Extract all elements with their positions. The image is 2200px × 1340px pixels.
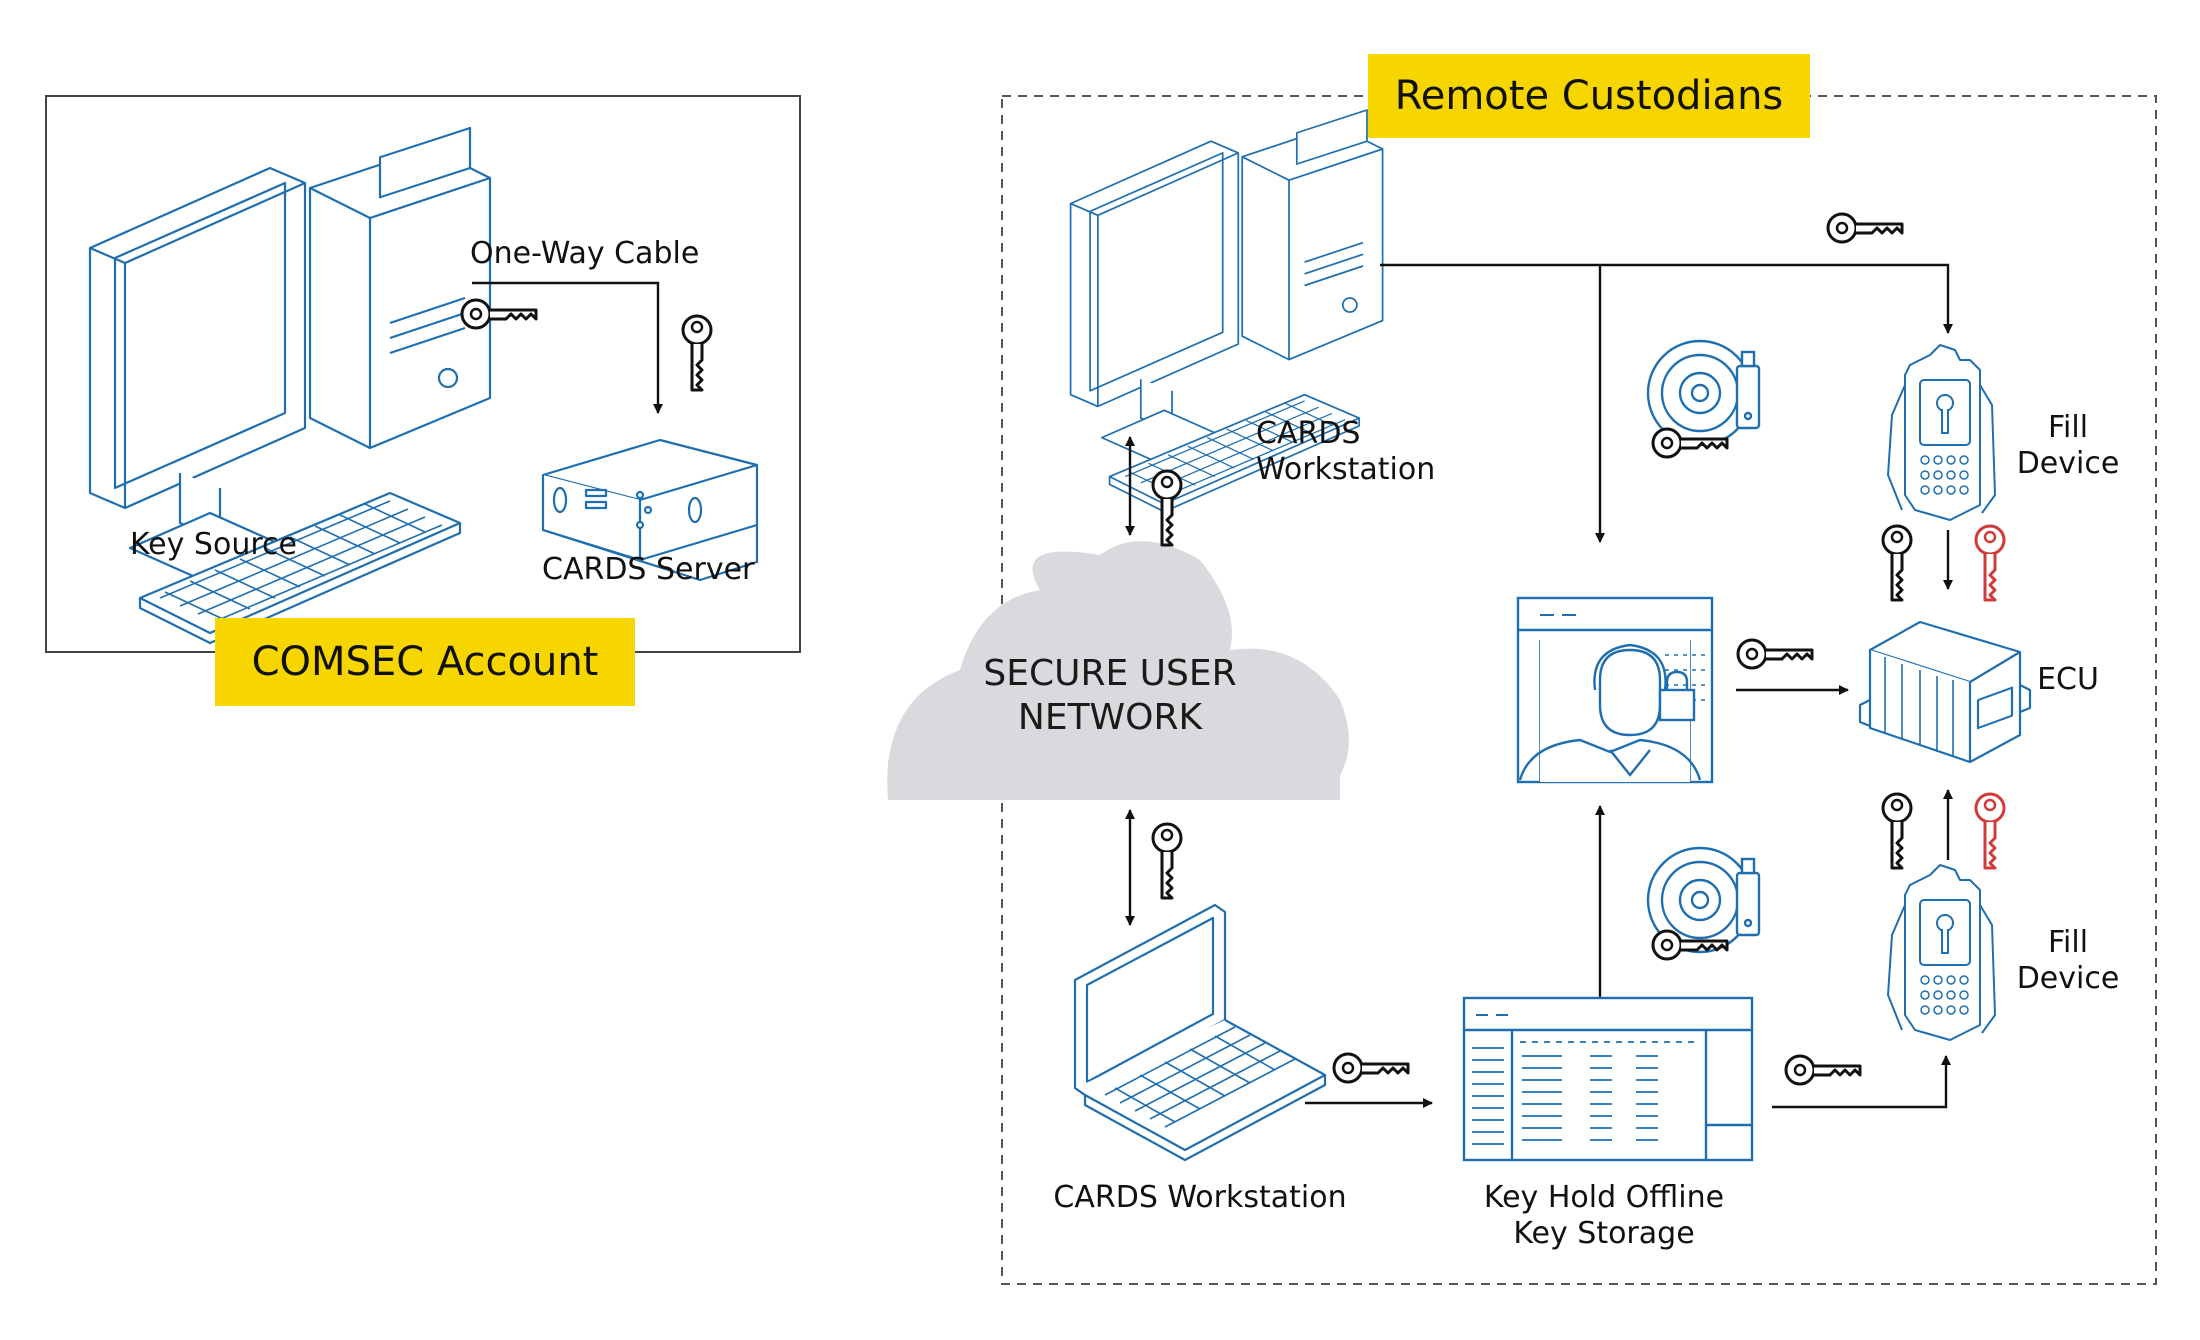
key-icon	[1826, 212, 1904, 244]
remote-custodians-badge: Remote Custodians	[1368, 54, 1810, 138]
fill-device-icon	[1887, 864, 1996, 1041]
comsec-account-panel	[45, 95, 801, 706]
key-icon	[460, 298, 538, 330]
one-way-cable-arrow	[472, 281, 663, 414]
cards-workstation-top-label-line1: CARDS	[1256, 416, 1361, 451]
storage-to-fill-arrow	[1772, 1055, 1951, 1109]
key-source-label: Key Source	[130, 527, 297, 562]
cards-server-label: CARDS Server	[542, 552, 755, 587]
one-way-cable-label: One-Way Cable	[470, 236, 700, 271]
fill-device-bottom-label-line1: Fill	[2047, 925, 2089, 960]
fill-device-top-label-line2: Device	[2016, 446, 2120, 481]
cloud-icon	[887, 541, 1349, 800]
secure-user-profile-icon	[1516, 596, 1714, 784]
ecu-icon	[1858, 620, 2032, 764]
fill-device-top-label-line1: Fill	[2047, 410, 2089, 445]
cloud-label-line1: SECURE USER	[983, 653, 1237, 694]
key-icon	[1881, 792, 1913, 870]
fill-device-bottom-label-line2: Device	[2016, 961, 2120, 996]
laptop-icon	[1073, 903, 1327, 1162]
key-hold-label-line1: Key Hold Offline	[1483, 1180, 1725, 1215]
to-fill-device-arrow	[1380, 263, 1953, 334]
cards-workstation-bottom-label: CARDS Workstation	[1053, 1180, 1347, 1215]
key-hold-label-line2: Key Storage	[1513, 1216, 1695, 1251]
cards-workstation-top-label-line2: Workstation	[1256, 452, 1436, 487]
key-icon	[681, 314, 713, 392]
key-icon	[1736, 638, 1814, 670]
key-source-computer-icon	[88, 126, 492, 645]
offline-storage-icon	[1462, 996, 1754, 1162]
key-icon	[1332, 1052, 1410, 1084]
secure-user-network-label: SECURE USER NETWORK	[983, 652, 1236, 740]
key-icon	[1151, 822, 1183, 900]
fill-device-icon	[1887, 344, 1996, 521]
key-icon	[1881, 524, 1913, 602]
server-icon	[541, 438, 759, 582]
key-icon	[1784, 1054, 1862, 1086]
ecu-label: ECU	[2037, 662, 2099, 697]
red-key-icon	[1974, 792, 2006, 870]
cloud-label-line2: NETWORK	[1017, 697, 1203, 738]
comsec-account-badge: COMSEC Account	[215, 618, 635, 706]
red-key-icon	[1974, 524, 2006, 602]
